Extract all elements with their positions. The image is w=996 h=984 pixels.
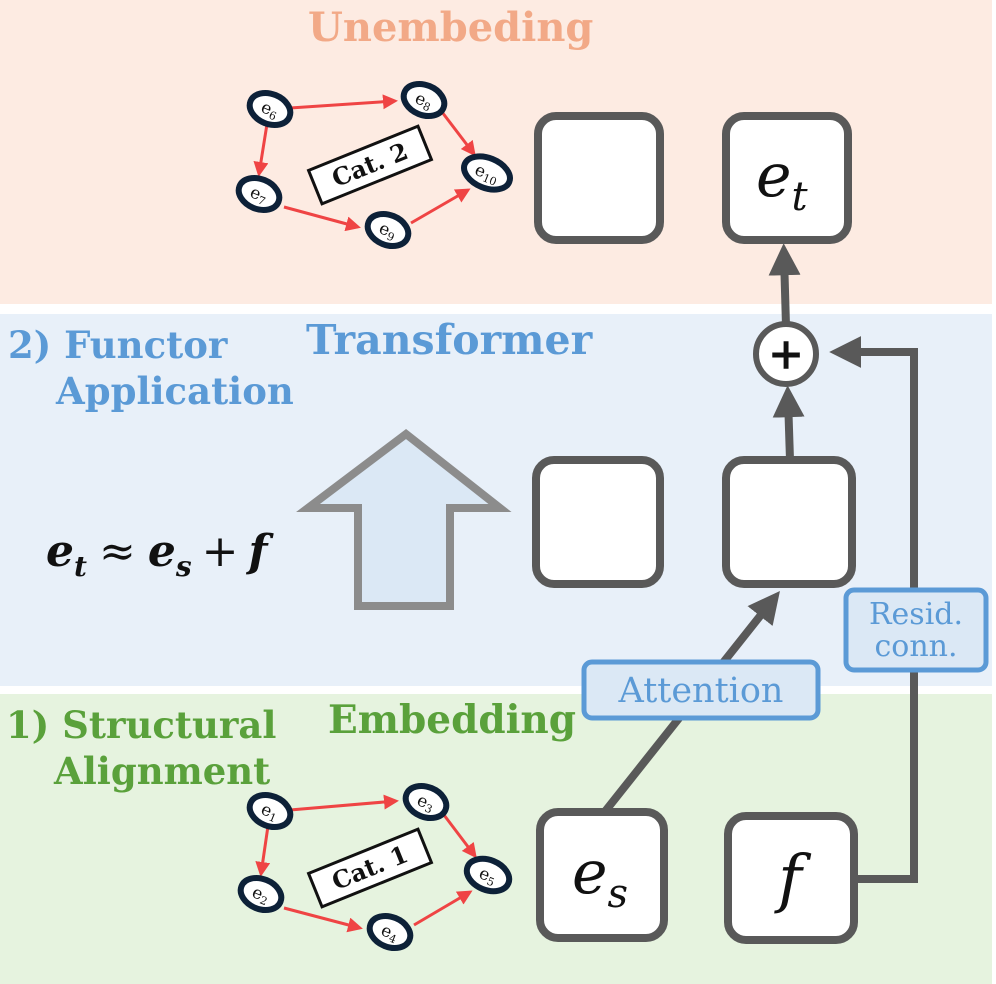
graph-arrow bbox=[283, 906, 363, 933]
formula: et≈es+f bbox=[46, 526, 274, 583]
bottom-category-graph: Cat. 1 e1 e3 e2 e4 e5 bbox=[237, 783, 513, 951]
graph-arrow bbox=[255, 825, 271, 877]
graph-arrow bbox=[289, 794, 399, 812]
node-e5: e5 bbox=[463, 855, 513, 895]
residual-label-line1: Resid. bbox=[869, 597, 963, 632]
attention-label: Attention bbox=[618, 671, 784, 711]
output-token-box bbox=[722, 112, 852, 244]
graph-arrow bbox=[283, 205, 361, 232]
node-e10: e10 bbox=[461, 153, 513, 193]
step-functor-application: 2) Functor Application bbox=[8, 322, 294, 414]
upward-flow-arrow bbox=[296, 428, 512, 610]
svg-text:e7: e7 bbox=[247, 182, 271, 208]
transformer-title: Transformer bbox=[306, 316, 593, 364]
sum-symbol: + bbox=[768, 329, 805, 380]
transformer-block-box bbox=[722, 456, 856, 588]
graph-arrow bbox=[413, 890, 473, 927]
step-label-line2: Application bbox=[56, 369, 294, 413]
step-number: 2) bbox=[8, 323, 52, 367]
embedding-title: Embedding bbox=[328, 697, 577, 743]
step-label-line1: Functor bbox=[64, 323, 228, 367]
node-e9: e9 bbox=[364, 211, 412, 249]
output-token-label: et bbox=[756, 141, 809, 220]
step-label-line2: Alignment bbox=[54, 749, 271, 793]
source-token-box bbox=[536, 808, 668, 942]
unembedding-slot-box bbox=[534, 112, 664, 244]
graph-arrow bbox=[410, 188, 471, 225]
source-token-label: es bbox=[572, 838, 628, 917]
svg-text:e6: e6 bbox=[258, 97, 282, 123]
graph-arrow bbox=[289, 94, 398, 110]
svg-text:e2: e2 bbox=[249, 882, 273, 908]
graph-arrow bbox=[253, 123, 269, 177]
node-e6: e6 bbox=[246, 90, 294, 128]
node-e7: e7 bbox=[235, 175, 283, 213]
svg-text:e1: e1 bbox=[258, 799, 282, 825]
node-e8: e8 bbox=[400, 81, 448, 119]
graph-arrow bbox=[440, 111, 476, 157]
residual-label-box bbox=[843, 587, 989, 673]
residual-label-line2: conn. bbox=[874, 629, 957, 664]
step-structural-alignment: 1) Structural Alignment bbox=[6, 702, 276, 794]
svg-text:e3: e3 bbox=[414, 790, 438, 816]
svg-text:e9: e9 bbox=[376, 218, 400, 244]
node-e1: e1 bbox=[246, 792, 294, 830]
transformer-slot-box bbox=[532, 456, 664, 588]
node-e4: e4 bbox=[366, 913, 414, 951]
unembedding-title: Unembeding bbox=[308, 4, 594, 51]
sum-to-output-arrow bbox=[768, 243, 801, 327]
svg-text:e8: e8 bbox=[412, 88, 436, 114]
node-e2: e2 bbox=[237, 875, 285, 913]
top-category-graph: Cat. 2 e6 e8 e7 e9 e10 bbox=[235, 81, 513, 249]
step-number: 1) bbox=[6, 703, 50, 747]
block-to-sum-arrow bbox=[772, 385, 805, 461]
category-label-box: Cat. 2 bbox=[306, 124, 434, 206]
step-label-line1: Structural bbox=[62, 703, 277, 747]
functor-token-box bbox=[724, 812, 858, 944]
graph-arrow bbox=[442, 814, 477, 859]
node-e3: e3 bbox=[402, 783, 450, 821]
svg-text:e10: e10 bbox=[471, 160, 501, 188]
sum-node bbox=[753, 321, 819, 387]
category-label-box: Cat. 1 bbox=[306, 827, 434, 909]
attention-label-box bbox=[581, 659, 821, 721]
svg-text:e5: e5 bbox=[476, 863, 500, 889]
svg-text:e4: e4 bbox=[378, 920, 402, 946]
